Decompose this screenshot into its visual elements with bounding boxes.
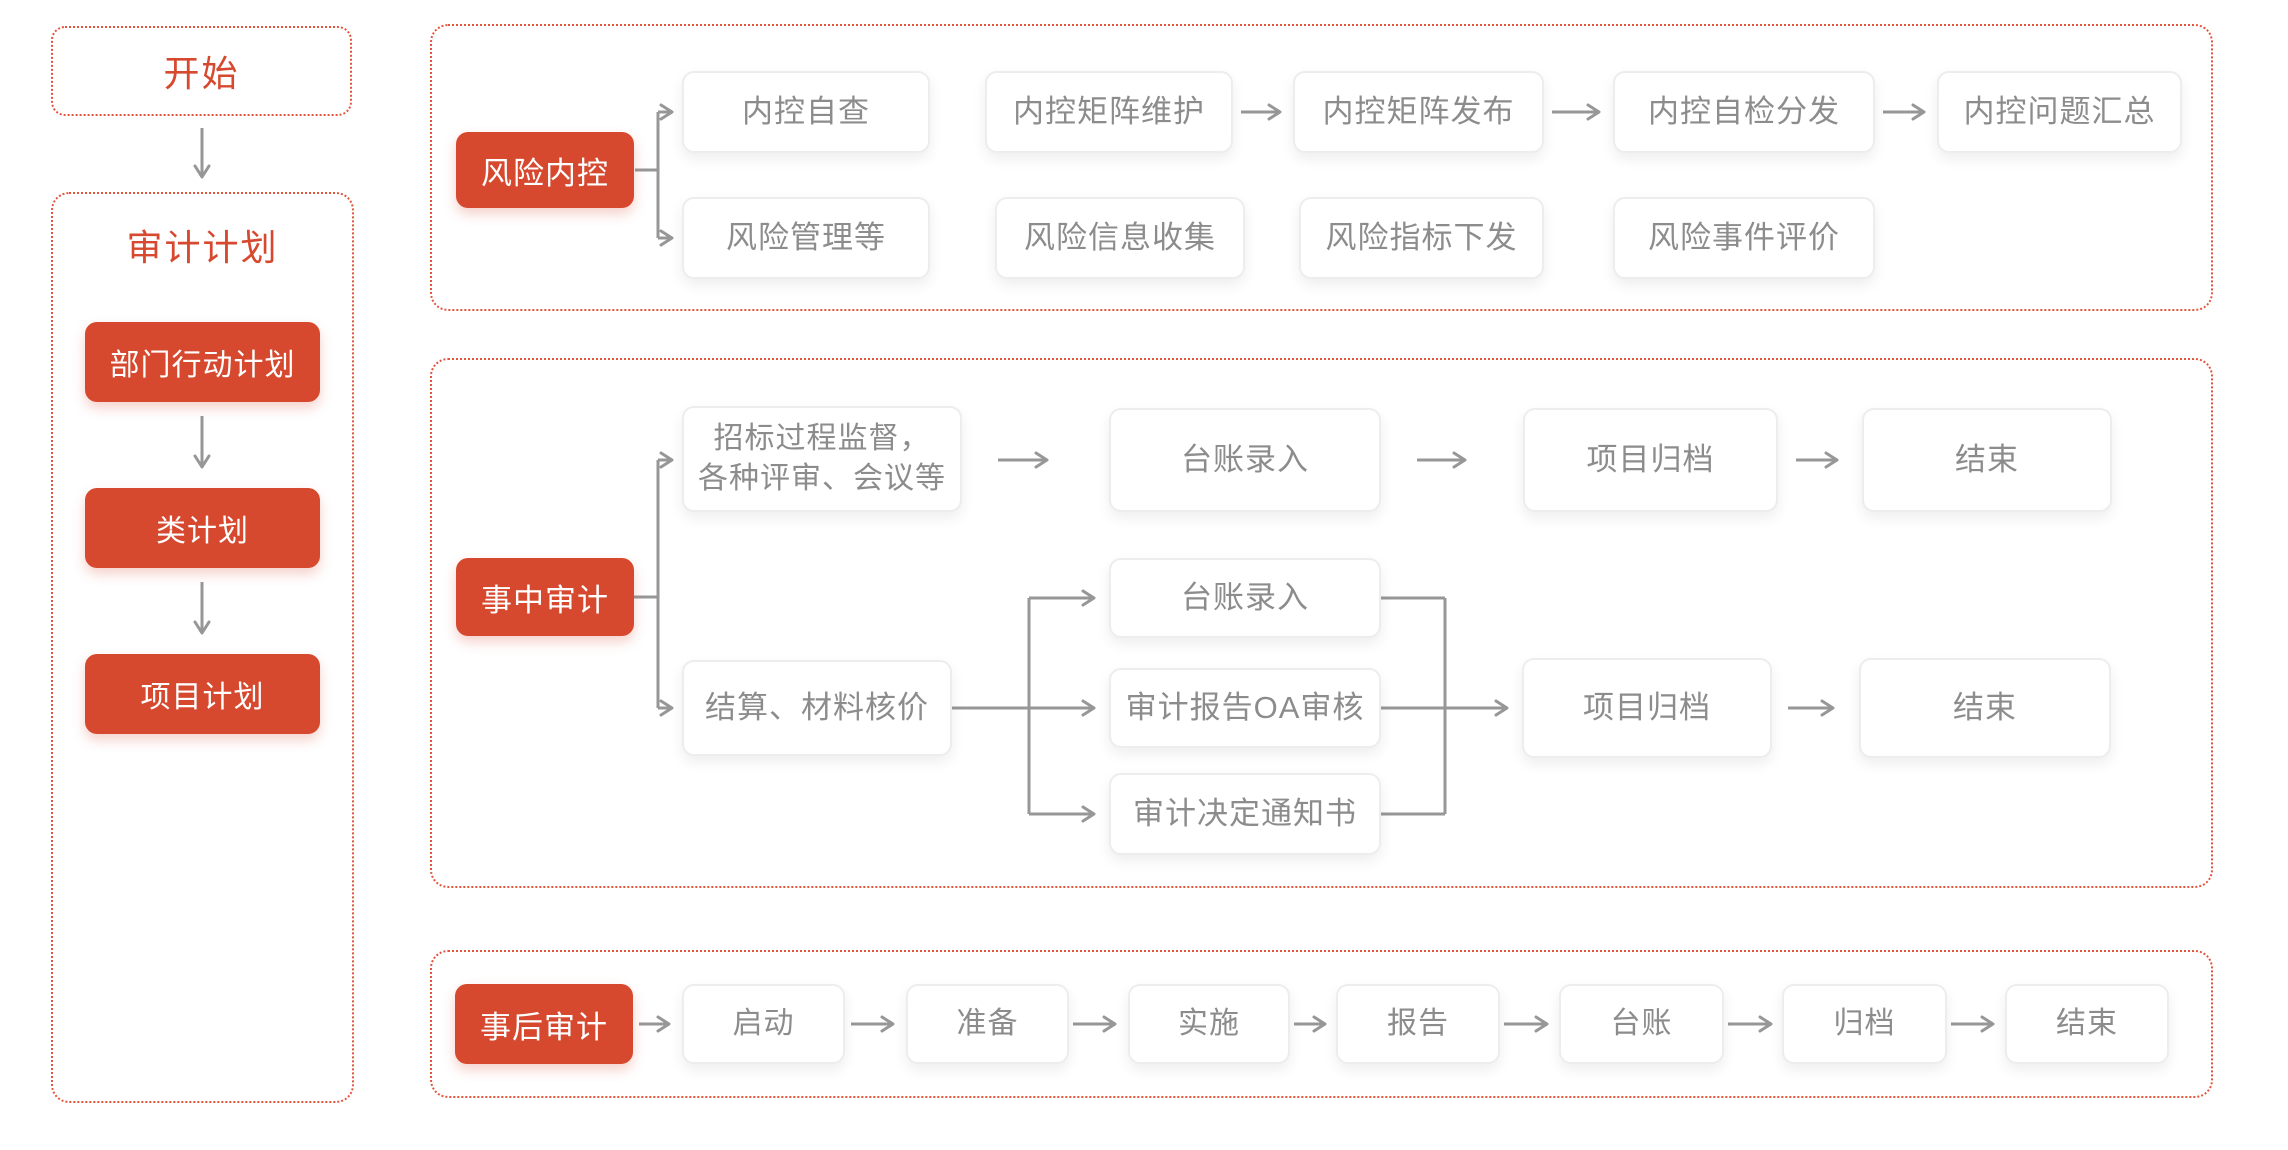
post-prepare-node: 准备 [906,984,1069,1064]
end-node-2: 结束 [1859,658,2111,758]
ic-matrix-maintain-node: 内控矩阵维护 [985,71,1233,153]
project-archive-node-2: 项目归档 [1522,658,1772,758]
post-audit-root: 事后审计 [455,984,633,1064]
audit-plan-title: 审计计划 [126,227,279,268]
risk-indicator-issue-node: 风险指标下发 [1299,197,1544,279]
ledger-entry-node-2: 台账录入 [1109,558,1381,638]
risk-internal-control-section [430,24,2213,311]
post-audit-section [430,950,2213,1098]
post-start-node: 启动 [682,984,845,1064]
start-node: 开始 [51,26,352,116]
post-end-node: 结束 [2005,984,2169,1064]
project-plan-node: 项目计划 [85,654,320,734]
ic-self-check-node: 内控自查 [682,71,930,153]
ic-issue-summary-node: 内控问题汇总 [1937,71,2182,153]
during-audit-root: 事中审计 [456,558,634,636]
settlement-pricing-node: 结算、材料核价 [682,660,952,756]
end-node-1: 结束 [1862,408,2112,512]
during-audit-section [430,358,2213,888]
post-implement-node: 实施 [1128,984,1290,1064]
post-ledger-node: 台账 [1559,984,1724,1064]
post-archive-node: 归档 [1782,984,1947,1064]
risk-section-connectors [635,103,1926,247]
risk-internal-control-root: 风险内控 [456,132,634,208]
post-report-node: 报告 [1336,984,1500,1064]
risk-info-collect-node: 风险信息收集 [995,197,1245,279]
audit-plan-group [51,192,354,1103]
category-plan-node: 类计划 [85,488,320,568]
risk-event-evaluate-node: 风险事件评价 [1613,197,1875,279]
ledger-entry-node-1: 台账录入 [1109,408,1381,512]
ic-matrix-publish-node: 内控矩阵发布 [1293,71,1544,153]
start-label: 开始 [163,53,240,94]
bidding-supervision-line2: 各种评审、会议等 [698,462,946,495]
during-section-connectors [634,451,1839,823]
risk-management-node: 风险管理等 [682,197,930,279]
project-archive-node-1: 项目归档 [1523,408,1778,512]
audit-report-oa-review-node: 审计报告OA审核 [1109,668,1381,748]
ic-self-inspection-distribute-node: 内控自检分发 [1613,71,1875,153]
dept-action-plan-node: 部门行动计划 [85,322,320,402]
bidding-supervision-node: 招标过程监督， 各种评审、会议等 [682,406,962,512]
bidding-supervision-line1: 招标过程监督， [713,421,931,455]
audit-decision-notice-node: 审计决定通知书 [1109,773,1381,855]
